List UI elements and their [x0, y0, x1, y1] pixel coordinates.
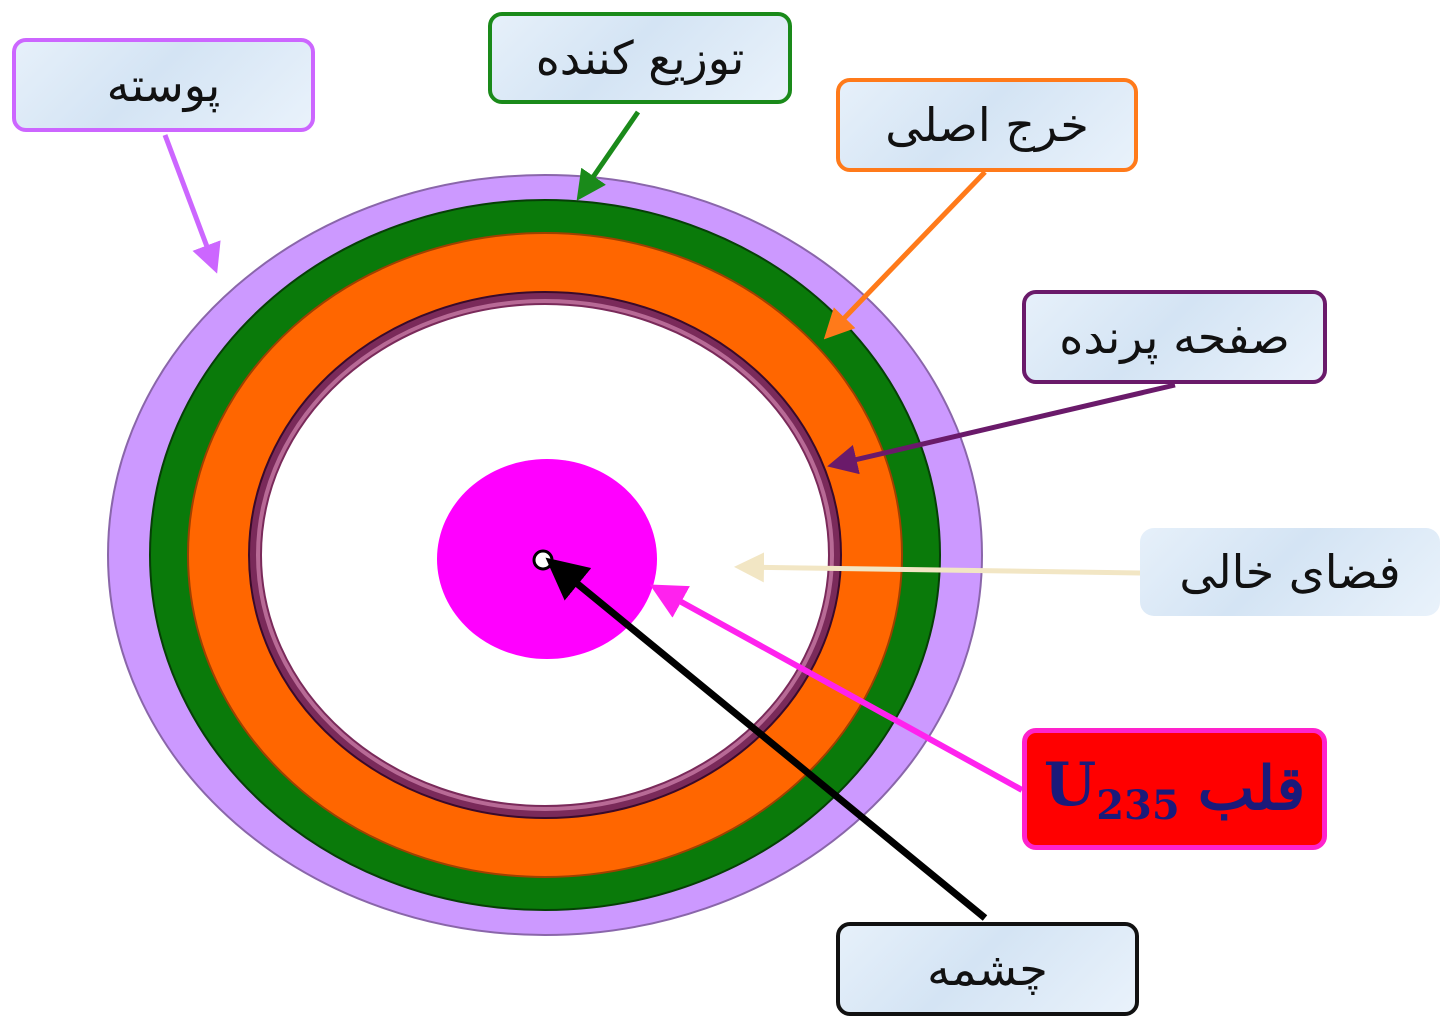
label-arrows [162, 110, 1176, 921]
source-label-text: چشمه [927, 942, 1048, 996]
core-label-mass-number: 235 [1096, 781, 1180, 829]
concentric-layers [107, 174, 983, 936]
distributor-label-text: توزیع کننده [535, 31, 745, 85]
core-label: قلب U235 [1022, 728, 1327, 850]
void-space-label: فضای خالی [1140, 528, 1440, 616]
main-output-label: خرج اصلی [836, 78, 1138, 172]
source-label: چشمه [836, 922, 1139, 1016]
distributor-arrow [576, 110, 641, 201]
source-arrow [545, 557, 988, 921]
core-label-word: قلب [1197, 754, 1306, 824]
source-point [532, 549, 554, 571]
main-output-label-text: خرج اصلی [885, 98, 1089, 152]
shell-label: پوسته [12, 38, 315, 132]
void-space-arrow [734, 552, 1141, 583]
core-arrow [649, 584, 1024, 793]
shell-label-text: پوسته [106, 58, 221, 112]
flyer-plate-arrow [827, 382, 1176, 475]
core-label-symbol: U [1043, 749, 1097, 820]
flyer-plate-label: صفحه پرنده [1022, 290, 1327, 384]
void-space-label-text: فضای خالی [1179, 545, 1401, 599]
flyer-plate-label-text: صفحه پرنده [1059, 310, 1290, 364]
main-output-arrow [823, 170, 987, 340]
shell-arrow [162, 134, 221, 274]
core-label-isotope: U235 [1044, 750, 1180, 829]
distributor-label: توزیع کننده [488, 12, 792, 104]
